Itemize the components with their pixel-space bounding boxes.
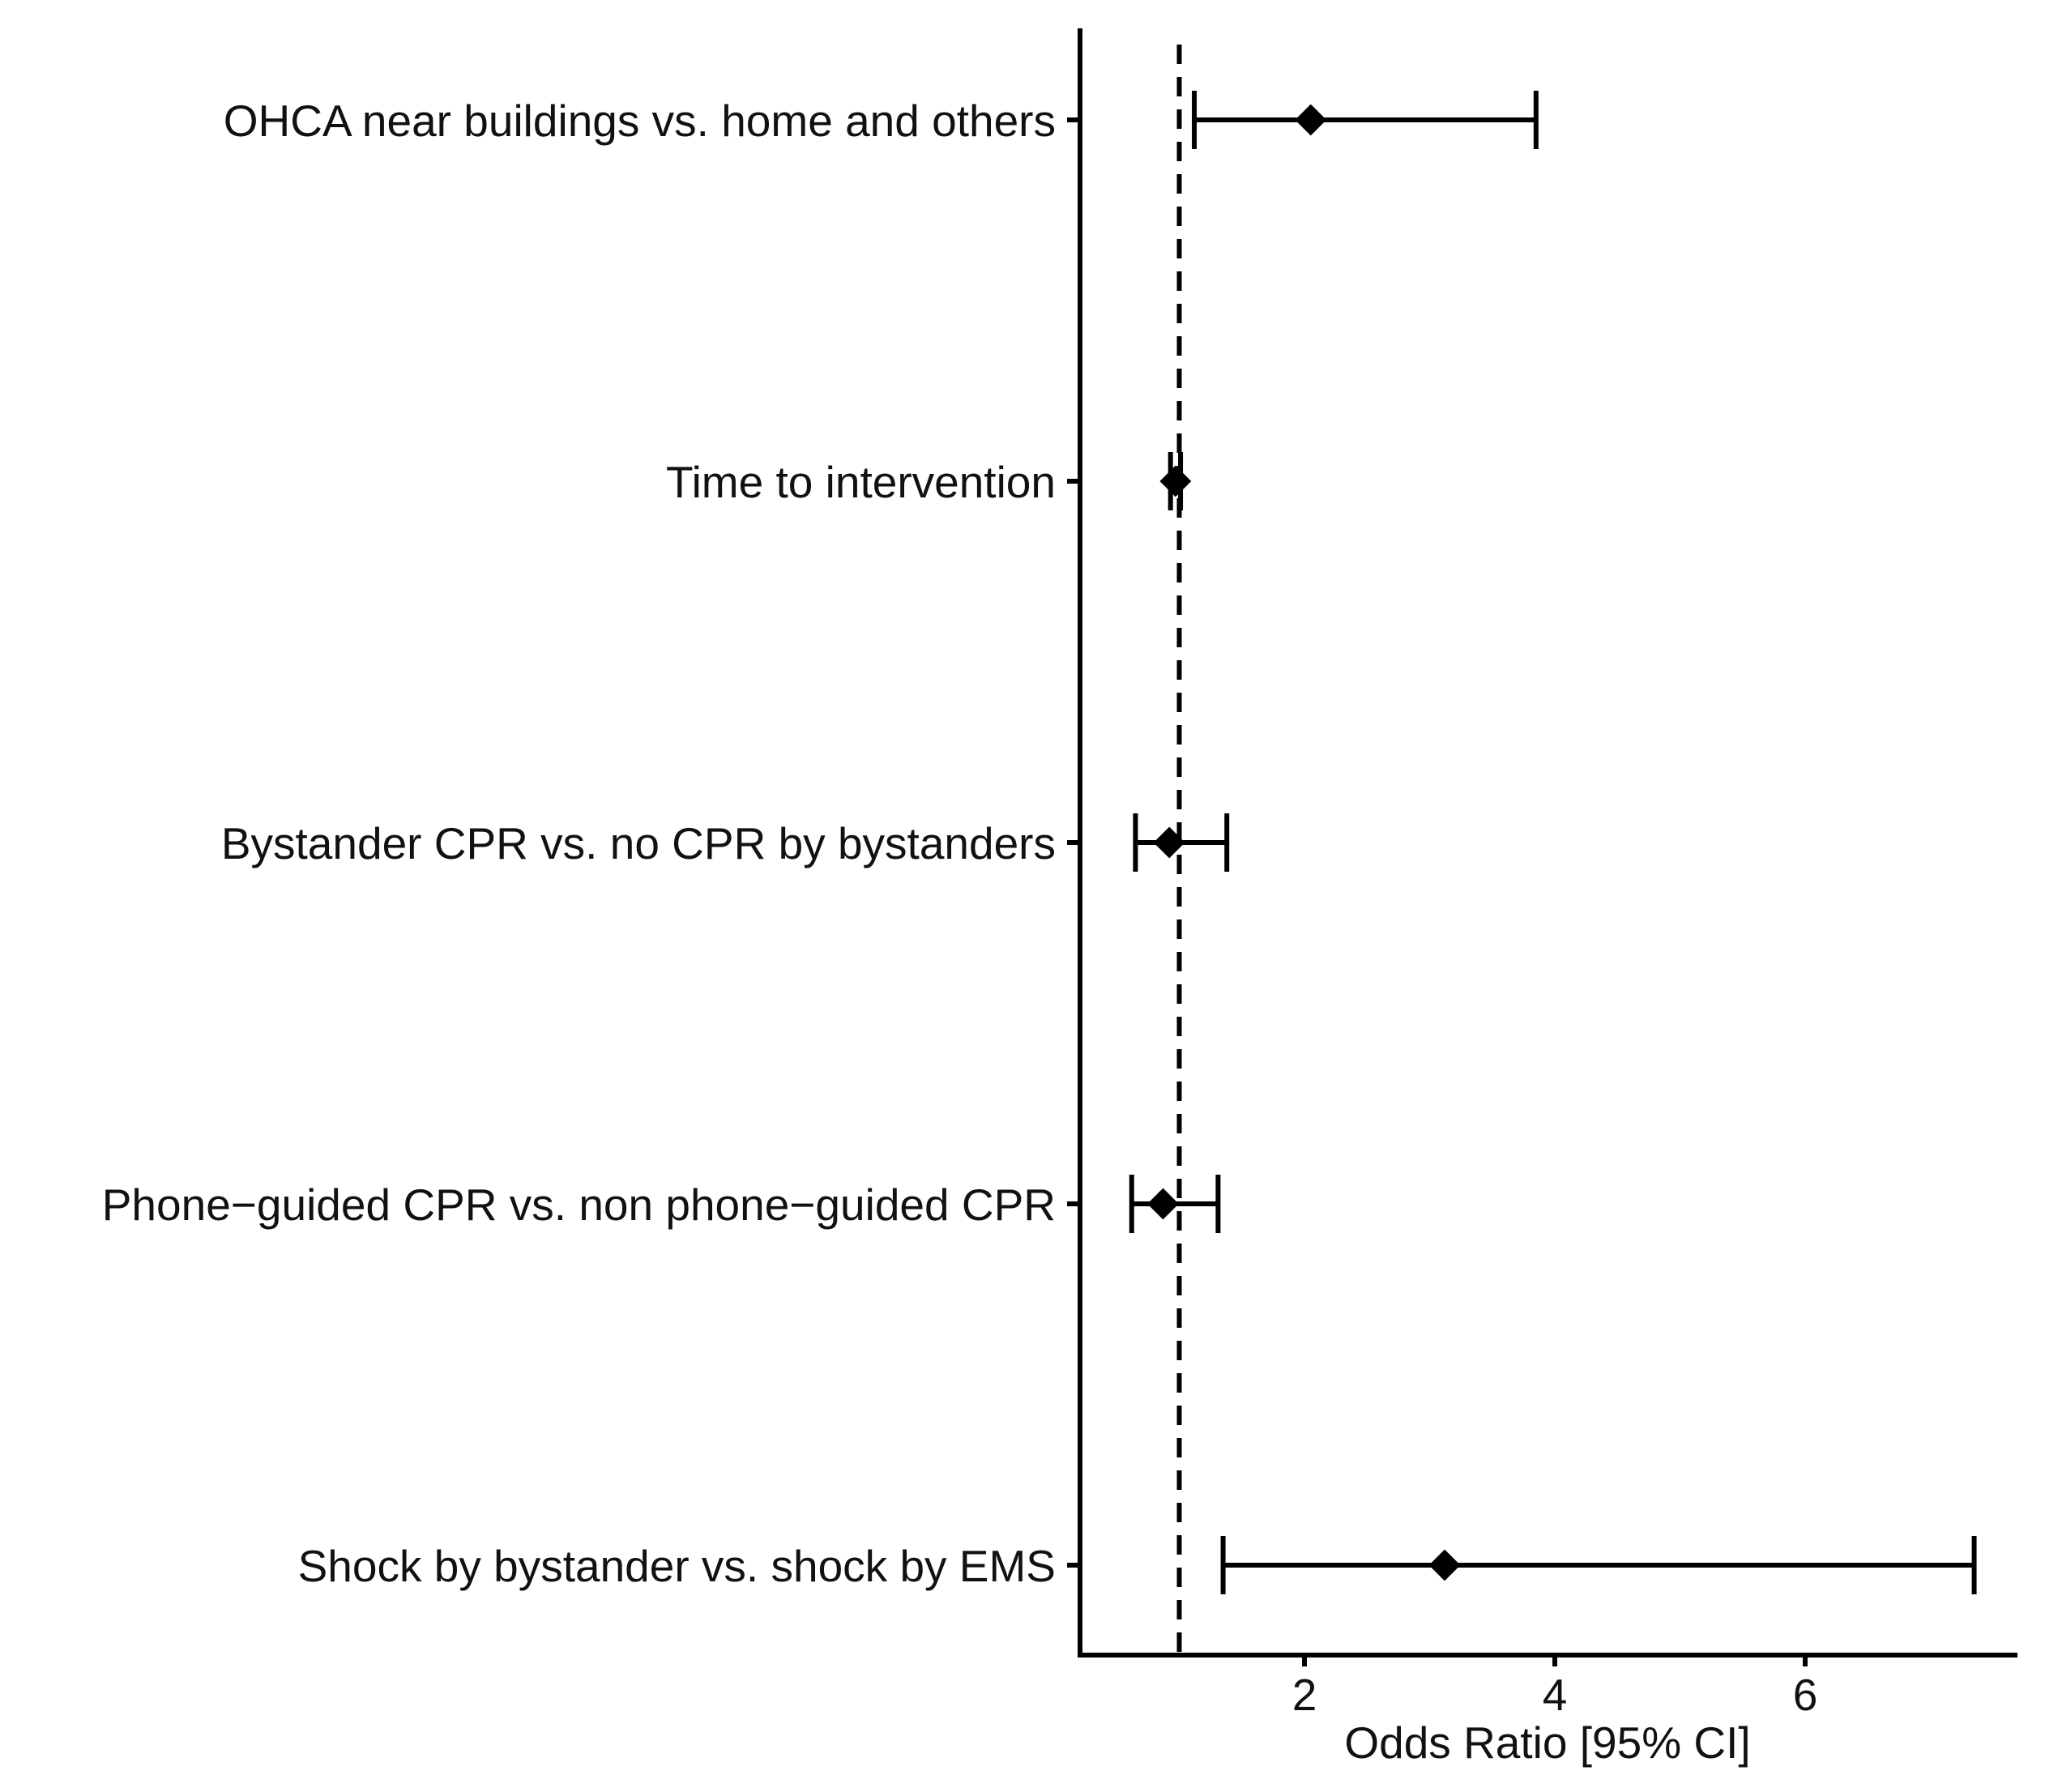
y-tick-label: Bystander CPR vs. no CPR by bystanders bbox=[221, 818, 1056, 868]
y-tick-label: OHCA near buildings vs. home and others bbox=[224, 96, 1056, 146]
y-tick-label: Shock by bystander vs. shock by EMS bbox=[298, 1541, 1056, 1591]
point-estimate bbox=[1428, 1549, 1461, 1581]
x-axis-title: Odds Ratio [95% CI] bbox=[1344, 1717, 1750, 1768]
point-estimate bbox=[1295, 104, 1327, 136]
y-tick-label: Time to intervention bbox=[666, 457, 1056, 507]
marks-group bbox=[1129, 45, 1977, 1655]
y-tick-label: Phone−guided CPR vs. non phone−guided CP… bbox=[102, 1180, 1056, 1230]
x-tick-label: 6 bbox=[1793, 1670, 1818, 1720]
point-estimate bbox=[1159, 465, 1192, 497]
x-axis-group: 2 4 6 bbox=[1078, 1653, 2017, 1720]
x-tick-label: 4 bbox=[1543, 1670, 1568, 1720]
y-axis-group: OHCA near buildings vs. home and othersT… bbox=[102, 28, 1082, 1658]
point-estimate bbox=[1147, 1188, 1179, 1220]
point-estimate bbox=[1153, 826, 1185, 859]
x-tick-label: 2 bbox=[1292, 1670, 1317, 1720]
